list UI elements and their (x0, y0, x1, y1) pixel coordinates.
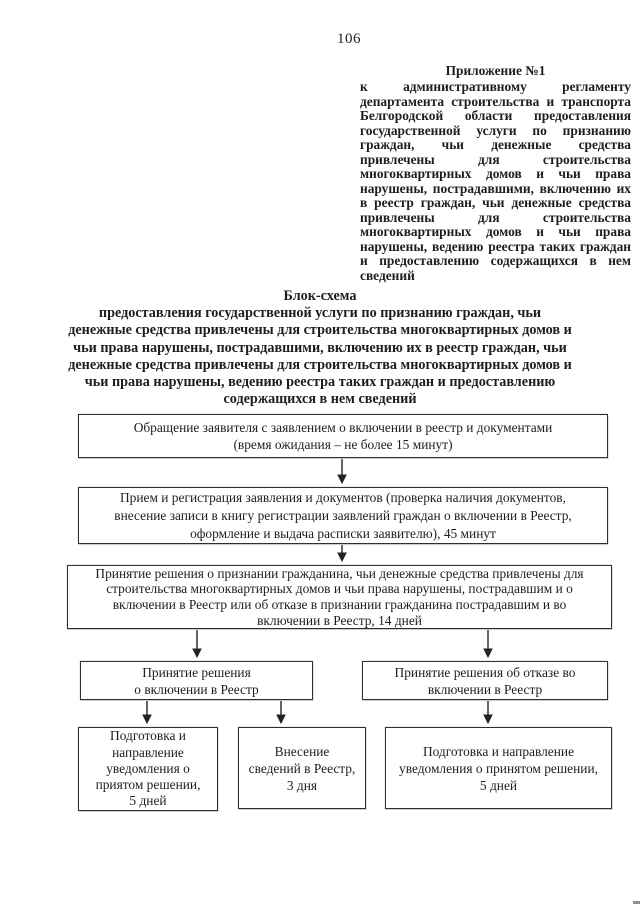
appendix-block: Приложение №1 к административному реглам… (360, 63, 631, 283)
appendix-heading: Приложение №1 (445, 63, 546, 78)
flow-box-decision: Принятие решения о признании гражданина,… (67, 565, 612, 629)
flow-box-notice-refuse: Подготовка и направление уведомления о п… (385, 727, 612, 809)
appendix-body: к административному регламенту департаме… (360, 79, 631, 283)
flow-box-decision-include: Принятие решения о включении в Реестр (80, 661, 313, 700)
block-scheme-subtitle: предоставления государственной услуги по… (68, 305, 572, 408)
page-number: 106 (337, 31, 361, 47)
flow-box-reception: Прием и регистрация заявления и документ… (78, 487, 608, 544)
block-scheme-heading: Блок-схема (283, 288, 357, 304)
block-scheme-title: Блок-схема предоставления государственно… (32, 288, 608, 408)
scan-artifact (633, 901, 640, 904)
flow-box-register-entry: Внесение сведений в Реестр, 3 дня (238, 727, 366, 809)
flow-box-decision-refuse: Принятие решения об отказе во включении … (362, 661, 608, 700)
flow-box-application: Обращение заявителя с заявлением о включ… (78, 414, 608, 458)
flow-box-notice-include: Подготовка и направление уведомления о п… (78, 727, 218, 811)
